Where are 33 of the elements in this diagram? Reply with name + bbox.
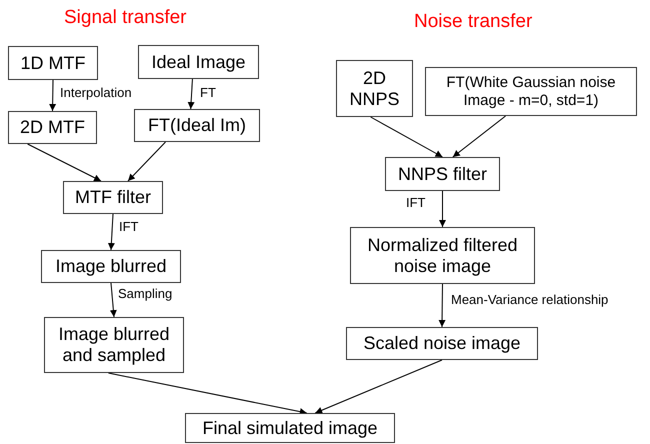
process-box: Normalized filtered noise image [350,227,535,284]
arrow [439,190,446,228]
process-box: Final simulated image [185,413,395,443]
process-box: FT(Ideal Im) [134,109,260,142]
process-box: 1D MTF [8,46,98,80]
process-box: FT(White Gaussian noise Image - m=0, std=1) [425,67,637,116]
edge-label: IFT [119,220,138,233]
arrow [188,78,195,110]
edge-label: IFT [406,196,426,209]
arrow [128,142,166,182]
arrow [452,116,506,158]
arrow [438,284,446,328]
arrow [49,80,56,112]
process-box: Image blurred [41,250,181,283]
edge-label: FT [200,86,216,99]
arrow [27,144,102,182]
arrow [110,282,117,318]
arrow [314,360,442,414]
edge-label: Sampling [118,287,172,300]
process-box: Image blurred and sampled [44,317,184,373]
edge-label: Mean-Variance relationship [451,293,608,306]
process-box: 2D MTF [8,111,97,144]
section-title: Noise transfer [414,12,532,31]
edge-label: Interpolation [60,86,132,99]
process-box: Scaled noise image [346,327,538,360]
arrow [108,372,308,416]
arrow [370,116,443,158]
process-box: Ideal Image [138,45,259,79]
arrow [108,214,115,250]
process-box: NNPS filter [385,157,500,191]
process-box: MTF filter [63,181,163,214]
process-box: 2D NNPS [336,60,413,117]
section-title: Signal transfer [64,8,187,27]
